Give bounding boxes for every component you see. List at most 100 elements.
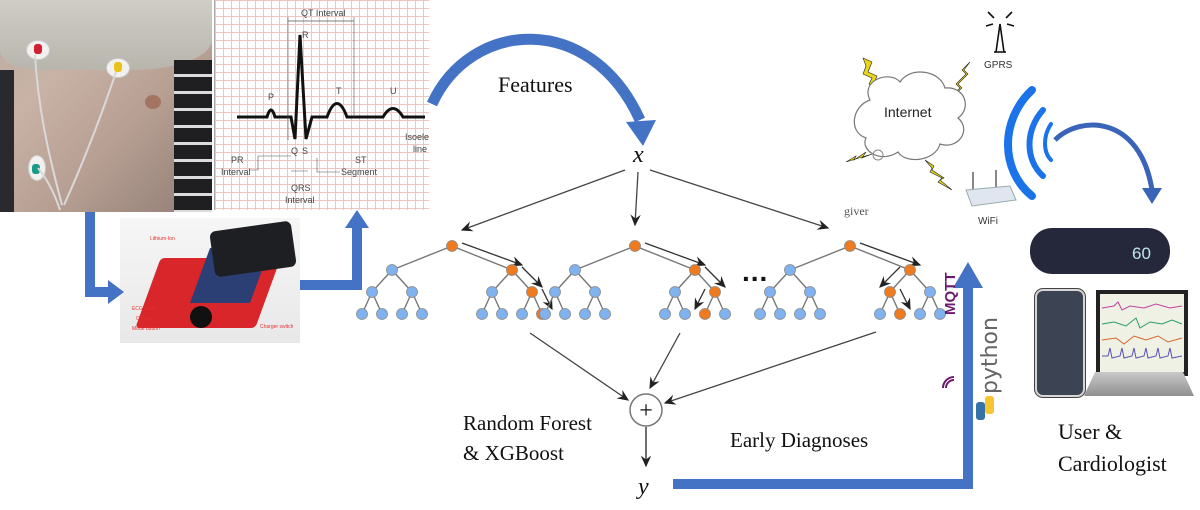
edge-tree-2-to-sum (649, 332, 681, 390)
python-label: python (978, 317, 1003, 394)
tree-node (476, 308, 488, 320)
model-label-line-1: Random Forest (463, 411, 592, 435)
tree-edge (849, 245, 911, 271)
device-label-charger: Charger (136, 316, 155, 322)
electrode-green (28, 155, 46, 181)
tree-node (559, 308, 571, 320)
tree-node-decision-path (894, 308, 906, 320)
tree-node-decision-path (446, 240, 458, 252)
tree-node (516, 308, 528, 320)
ecg-pr-label: PR (231, 155, 244, 165)
ecg-s-label: S (302, 146, 308, 156)
ecg-q-label: Q (291, 146, 298, 156)
device-label-ecg-leads: ECG leads (132, 306, 157, 312)
edge-x-to-tree-3 (649, 169, 830, 230)
decision-path-arrow (541, 288, 553, 311)
ecg-qrs-label: QRS (291, 183, 311, 193)
tree-node-decision-path (699, 308, 711, 320)
wifi-label: WiFi (978, 216, 998, 227)
tree-edge (634, 245, 696, 271)
heart-rate-value: 60 (1132, 244, 1151, 263)
ecg-qrs-interval-label: Interval (285, 195, 315, 205)
tree-node (416, 308, 428, 320)
user-label-line-2: Cardiologist (1058, 451, 1167, 476)
internet-cloud-icon (853, 71, 966, 161)
device-label-lithium: Lithium-Ion (150, 236, 175, 242)
tree-node-decision-path (884, 286, 896, 298)
tree-node (764, 286, 776, 298)
tree-node (784, 264, 796, 276)
tree-node (396, 308, 408, 320)
tree-node-decision-path (904, 264, 916, 276)
tree-edge (574, 245, 636, 271)
sum-symbol: + (639, 398, 653, 424)
ecg-isoelectric-label: Isoelectric (405, 132, 429, 142)
tree-node (366, 286, 378, 298)
ecg-segment-label: Segment (341, 167, 378, 177)
tree-node (406, 286, 418, 298)
cloud-swirl-icon (872, 149, 884, 161)
ecg-u-label: U (390, 86, 397, 96)
arrow-diagnoses-to-cloud (673, 285, 973, 489)
device-label-charger-switch: Charger switch (260, 324, 294, 330)
arrow-wifi-to-user (1053, 122, 1155, 191)
tree-node (579, 308, 591, 320)
arrow-head-cloud (953, 262, 983, 288)
lightning-icon (924, 159, 953, 191)
wifi-router-icon (965, 170, 1017, 207)
tree-node (874, 308, 886, 320)
laptop-screen-icon (1096, 290, 1188, 376)
decision-path-arrow (461, 242, 524, 267)
tree-node (486, 286, 498, 298)
decision-path-arrow (644, 242, 707, 267)
edge-x-to-tree-2 (630, 171, 641, 227)
python-logo-icon (976, 396, 994, 420)
tree-node (669, 286, 681, 298)
decision-path-arrow (859, 242, 922, 267)
sum-aggregator-node (629, 393, 663, 427)
tree-edge (789, 245, 851, 271)
input-x-label: x (633, 142, 644, 168)
wifi-signal-icon (1004, 86, 1053, 200)
tree-node (934, 308, 946, 320)
tree-node (356, 308, 368, 320)
arrow-head-features (626, 120, 656, 146)
tree-node (814, 308, 826, 320)
tree-node (659, 308, 671, 320)
edge-tree-1-to-sum (529, 332, 630, 401)
more-trees-ellipsis: ... (742, 256, 769, 287)
mqtt-label: MQTT (942, 272, 959, 316)
gprs-tower-icon (985, 11, 1015, 53)
tree-node-decision-path (709, 286, 721, 298)
tree-node (496, 308, 508, 320)
ecg-st-label: ST (355, 155, 367, 165)
features-label: Features (498, 72, 573, 97)
arrow-head-ecg (345, 210, 369, 228)
decision-path-arrow (704, 266, 726, 288)
ecg-qt-interval-label: QT Interval (301, 8, 345, 18)
arrow-head-device (108, 280, 124, 304)
early-diagnoses-label: Early Diagnoses (730, 428, 869, 452)
smartphone-icon (1035, 289, 1085, 397)
lightning-icon (845, 151, 873, 163)
tree-edge (391, 245, 453, 271)
arrow-head-user (1142, 188, 1162, 204)
model-label-line-2: & XGBoost (463, 441, 564, 465)
tree-node-decision-path (629, 240, 641, 252)
ecg-line-label: line (413, 144, 427, 154)
gprs-label: GPRS (984, 60, 1013, 71)
tree-node (754, 308, 766, 320)
tree-node (774, 308, 786, 320)
laptop-keyboard-icon (1084, 372, 1194, 396)
tree-node-decision-path (689, 264, 701, 276)
decision-trees-group (356, 240, 946, 320)
tree-node-decision-path (506, 264, 518, 276)
tree-node-decision-path (844, 240, 856, 252)
ecg-waveform-chart: QT Interval R P T U Q S PR Interval QRS … (214, 0, 446, 210)
tree-node (914, 308, 926, 320)
output-y-label: y (638, 474, 649, 500)
tree-node (376, 308, 388, 320)
model-label: Random Forest & XGBoost (463, 408, 592, 468)
